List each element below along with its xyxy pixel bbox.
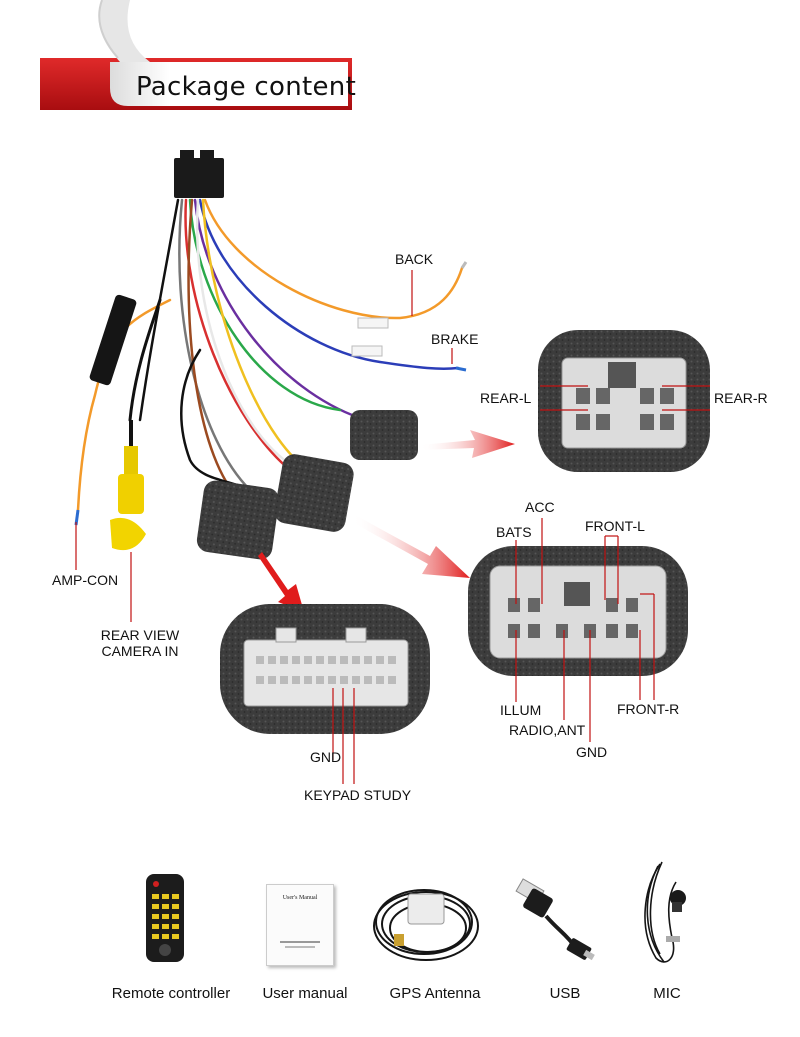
foam-plug-power bbox=[274, 454, 354, 532]
usb-cable-icon bbox=[515, 878, 595, 961]
rca-camera-plug bbox=[110, 420, 146, 551]
arrow-to-speaker bbox=[420, 430, 515, 458]
foam-plug-keypad bbox=[196, 480, 280, 560]
label-brake: BRAKE bbox=[431, 331, 479, 347]
microphone-icon bbox=[644, 861, 686, 963]
label-front-l: FRONT-L bbox=[585, 518, 645, 534]
remote-icon bbox=[146, 874, 184, 962]
accessory-label-usb: USB bbox=[549, 985, 581, 1002]
page-curl bbox=[98, 0, 150, 62]
label-rear-view-line1: REAR VIEW bbox=[100, 627, 180, 643]
label-back: BACK bbox=[395, 251, 434, 267]
label-gnd-power: GND bbox=[576, 744, 608, 760]
label-bats: BATS bbox=[496, 524, 532, 540]
wiring-harness-diagram bbox=[74, 150, 710, 784]
label-front-r: FRONT-R bbox=[617, 701, 680, 717]
label-acc: ACC bbox=[525, 499, 555, 515]
arrow-to-keypad bbox=[258, 552, 304, 612]
manual-cover-text: User's Manual bbox=[282, 895, 318, 901]
label-illum: ILLUM bbox=[500, 702, 542, 718]
page-title: Package content bbox=[136, 72, 357, 102]
label-radio-ant: RADIO,ANT bbox=[509, 722, 586, 738]
accessory-label-remote: Remote controller bbox=[111, 985, 231, 1002]
header-banner bbox=[40, 58, 352, 110]
label-amp-con: AMP-CON bbox=[52, 572, 119, 588]
speaker-connector bbox=[538, 330, 710, 472]
label-gnd-keypad: GND bbox=[310, 749, 342, 765]
label-rear-view: REAR VIEW CAMERA IN bbox=[92, 627, 188, 659]
accessory-label-mic: MIC bbox=[653, 985, 681, 1002]
accessory-label-manual: User manual bbox=[262, 985, 348, 1002]
gps-antenna-icon bbox=[373, 889, 479, 961]
label-rear-l: REAR-L bbox=[480, 390, 532, 406]
label-keypad-study: KEYPAD STUDY bbox=[304, 787, 412, 803]
accessory-label-gps: GPS Antenna bbox=[389, 985, 481, 1002]
keypad-connector bbox=[220, 604, 430, 784]
power-connector bbox=[468, 518, 688, 742]
harness-main-plug bbox=[174, 150, 224, 198]
arrow-to-power bbox=[352, 515, 470, 578]
label-rear-view-line2: CAMERA IN bbox=[101, 643, 179, 659]
harness-wires bbox=[76, 198, 464, 512]
label-rear-r: REAR-R bbox=[714, 390, 768, 406]
foam-plug-speaker bbox=[350, 410, 418, 460]
manual-icon: User's Manual bbox=[266, 884, 334, 966]
